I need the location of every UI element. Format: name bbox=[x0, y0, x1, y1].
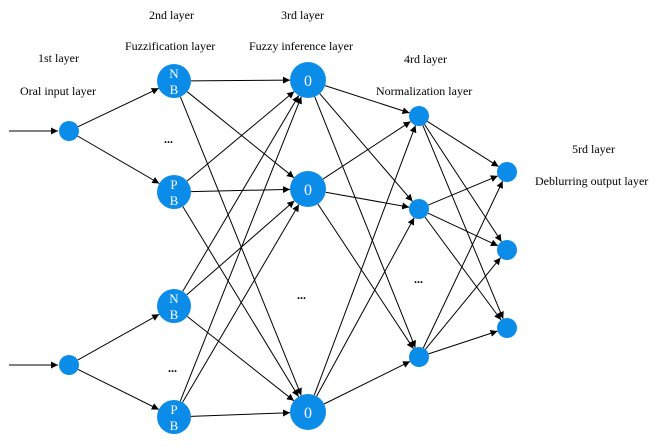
edge-fuzz2-infer3 bbox=[182, 206, 300, 397]
edge-fuzz4-infer2 bbox=[182, 204, 300, 403]
edge-fuzz1-infer3 bbox=[179, 96, 302, 396]
layer3-title: 3rd layer bbox=[281, 8, 324, 22]
fuzzification-ellipsis-bottom: ... bbox=[168, 361, 177, 375]
layer2-title: 2nd layer bbox=[149, 8, 194, 22]
edge-fuzz1-infer1 bbox=[190, 76, 291, 84]
edge-infer3-norm3 bbox=[323, 360, 411, 405]
edge-norm3-out1 bbox=[422, 180, 504, 349]
edge-infer2-norm2 bbox=[325, 191, 410, 210]
norm-3-node bbox=[409, 347, 429, 367]
fuzz-pb-1-label-bottom: B bbox=[170, 193, 179, 208]
layer3-name: Fuzzy inference layer bbox=[249, 39, 353, 53]
infer-1-node bbox=[290, 62, 326, 98]
edge-fuzz4-infer3 bbox=[190, 409, 291, 417]
edge-norm1-out2 bbox=[424, 124, 502, 242]
edge-norm3-out3 bbox=[428, 329, 498, 355]
fuzz-nb-1-label-top: N bbox=[169, 66, 179, 81]
infer-2-label: 0 bbox=[304, 182, 312, 199]
edge-fuzz2-infer1 bbox=[186, 91, 295, 182]
edge-infer2-norm3 bbox=[317, 203, 414, 349]
edge-input1-fuzz2 bbox=[77, 135, 160, 184]
infer-3-label: 0 bbox=[304, 405, 312, 422]
edge-input2-fuzz3 bbox=[77, 313, 160, 361]
edge-norm2-out1 bbox=[428, 175, 498, 206]
norm-2-node bbox=[409, 199, 429, 219]
out-1-node bbox=[497, 162, 517, 182]
edge-input2-fuzz4 bbox=[77, 368, 160, 410]
edge-norm2-out2 bbox=[427, 212, 499, 247]
norm-1-node bbox=[409, 106, 429, 126]
infer-3-node bbox=[290, 394, 326, 430]
edge-norm1-out3 bbox=[422, 125, 504, 319]
edge-infer1-norm2 bbox=[319, 93, 413, 202]
edge-infer2-norm1 bbox=[322, 121, 411, 180]
connection-edges bbox=[77, 76, 504, 417]
fuzz-pb-1-label-top: P bbox=[170, 177, 177, 192]
fuzz-nb-2-label-bottom: B bbox=[170, 307, 179, 322]
inference-ellipsis: ... bbox=[297, 288, 306, 302]
edge-norm3-out2 bbox=[425, 257, 501, 350]
layer2-name: Fuzzification layer bbox=[125, 39, 215, 53]
layer1-name: Oral input layer bbox=[20, 84, 96, 98]
edge-fuzz4-infer1 bbox=[179, 96, 302, 402]
fuzz-nb-2-label-top: N bbox=[169, 291, 179, 306]
layer4-name: Normalization layer bbox=[376, 84, 472, 98]
fuzz-pb-2-label-bottom: B bbox=[170, 418, 179, 433]
normalization-ellipsis: ... bbox=[414, 272, 423, 286]
out-2-node bbox=[497, 240, 517, 260]
edge-infer1-norm1 bbox=[324, 85, 410, 115]
fuzzification-ellipsis-top: ... bbox=[164, 132, 173, 146]
out-3-node bbox=[497, 318, 517, 338]
infer-2-node bbox=[290, 171, 326, 207]
edge-norm2-out3 bbox=[424, 216, 502, 321]
fuzz-pb-1-node bbox=[157, 175, 191, 209]
edge-infer3-norm2 bbox=[316, 217, 415, 397]
edge-infer3-norm1 bbox=[313, 125, 417, 396]
edge-fuzz3-infer3 bbox=[186, 316, 295, 402]
fuzz-nb-2-node bbox=[157, 289, 191, 323]
layer5-title: 5rd layer bbox=[572, 142, 615, 156]
edge-fuzz3-infer1 bbox=[182, 95, 300, 292]
infer-1-label: 0 bbox=[304, 73, 312, 90]
layer5-name: Deblurring output layer bbox=[535, 174, 648, 188]
layer4-title: 4rd layer bbox=[404, 52, 447, 66]
edge-fuzz3-infer2 bbox=[186, 200, 295, 296]
fuzz-pb-2-label-top: P bbox=[170, 402, 177, 417]
edge-infer1-norm3 bbox=[314, 96, 416, 348]
fuzz-nb-1-node bbox=[157, 64, 191, 98]
edge-norm1-out1 bbox=[427, 120, 499, 168]
input-2-node bbox=[59, 355, 79, 375]
layer1-title: 1st layer bbox=[38, 51, 79, 65]
fuzz-nb-1-label-bottom: B bbox=[170, 82, 179, 97]
edge-fuzz2-infer2 bbox=[190, 186, 291, 194]
edge-input1-fuzz1 bbox=[77, 87, 159, 128]
input-1-node bbox=[59, 121, 79, 141]
fuzz-pb-2-node bbox=[157, 400, 191, 434]
edge-fuzz1-infer2 bbox=[186, 91, 295, 179]
